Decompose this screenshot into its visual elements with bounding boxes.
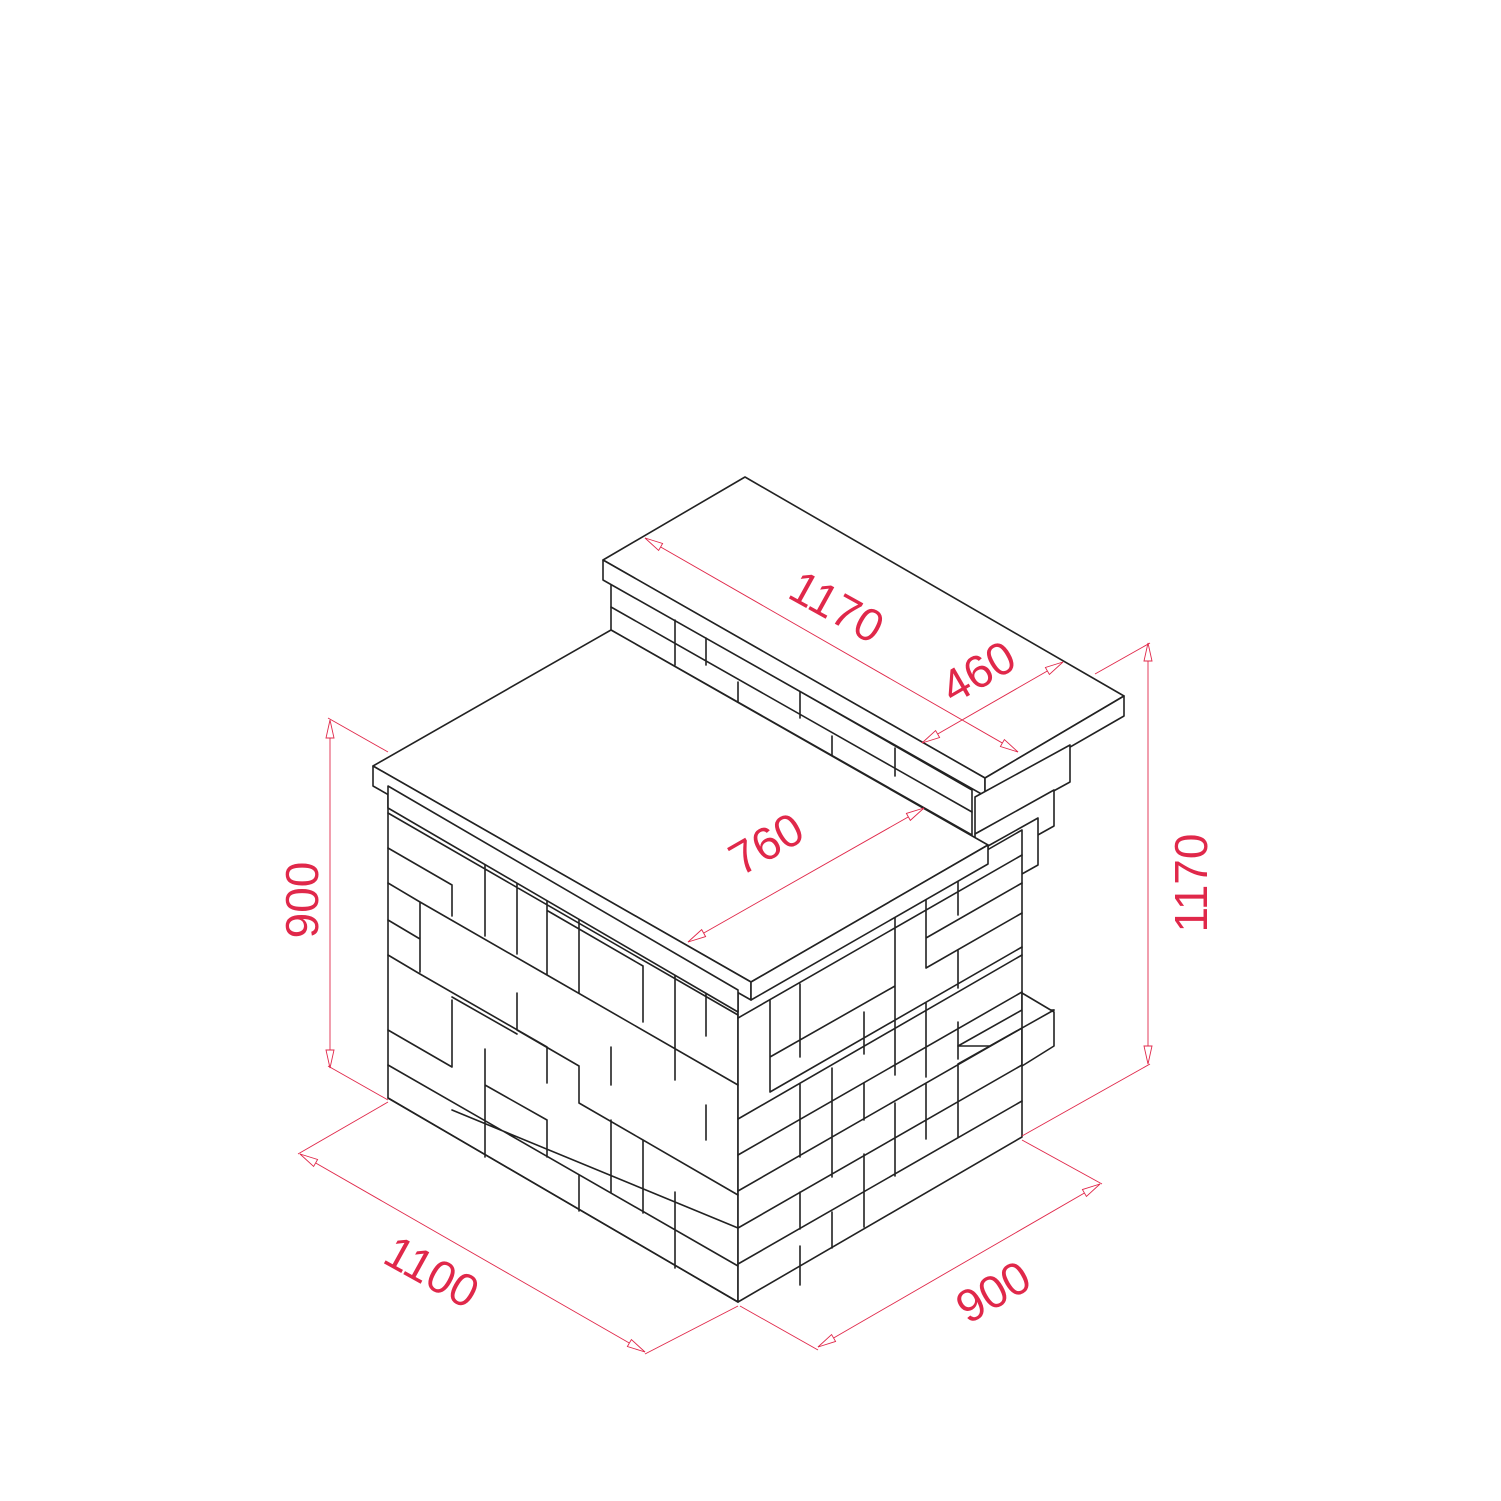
- dim-460-line: [921, 661, 1064, 744]
- dim-760-line: [687, 807, 925, 943]
- counter-cap-skirt: [387, 785, 739, 1013]
- dim-900-depth-line: [817, 1183, 1101, 1348]
- dim-label-900-height: 900: [276, 862, 328, 939]
- dim-1100-line: [299, 1153, 646, 1353]
- dim-label-900-depth: 900: [947, 1250, 1039, 1333]
- brick-counter-structure: [372, 476, 1125, 1303]
- dim-1170-height-arrow-end: [1143, 1045, 1153, 1065]
- dim-900-height-extension-bottom: [327, 1065, 389, 1101]
- dim-900-depth-extension-right: [1021, 1139, 1103, 1185]
- dim-1100-arrow-start: [299, 1153, 319, 1168]
- dim-1100-extension-right: [644, 1305, 739, 1355]
- dim-900-depth-arrow-start: [817, 1333, 837, 1348]
- counter-top-side-edge: [750, 844, 989, 1001]
- dim-1170-bar-line: [644, 537, 1019, 753]
- dim-1100-arrow-end: [626, 1338, 646, 1353]
- bar-end-block-1: [974, 744, 1071, 835]
- dim-1170-bar-arrow-end: [999, 738, 1019, 753]
- dim-760-arrow-end: [905, 807, 925, 822]
- front-face-brick-joints: [387, 812, 739, 1303]
- bar-cap-side: [984, 695, 1125, 797]
- bar-wall-joints: [610, 606, 973, 813]
- dim-460-arrow-start: [921, 729, 941, 744]
- ledge-edge: [957, 1009, 1055, 1065]
- dim-label-1170-height: 1170: [1165, 834, 1217, 933]
- dim-900-depth-arrow-end: [1081, 1183, 1101, 1198]
- ledge-front: [1021, 992, 1055, 1067]
- dim-label-1100: 1100: [376, 1225, 488, 1318]
- dim-1100-extension-left: [297, 1101, 389, 1155]
- dim-1170-height-extension-bottom: [1021, 1063, 1151, 1137]
- dim-760-arrow-start: [687, 928, 707, 943]
- dim-1170-bar-arrow-start: [644, 537, 664, 552]
- dim-900-depth-extension-left: [739, 1305, 819, 1351]
- right-face-brick-joints: [737, 854, 1023, 1286]
- dim-1170-height-arrow-start: [1143, 642, 1153, 662]
- dim-900-height-extension-top: [327, 717, 389, 753]
- dim-460-arrow-end: [1044, 661, 1064, 676]
- dim-1170-height-extension-top: [1094, 642, 1151, 675]
- dim-900-height-arrow-end: [325, 1049, 335, 1069]
- dim-900-height-arrow-start: [325, 719, 335, 739]
- right-side-ledge: [957, 992, 1055, 1067]
- raised-bar-section: [602, 476, 1125, 894]
